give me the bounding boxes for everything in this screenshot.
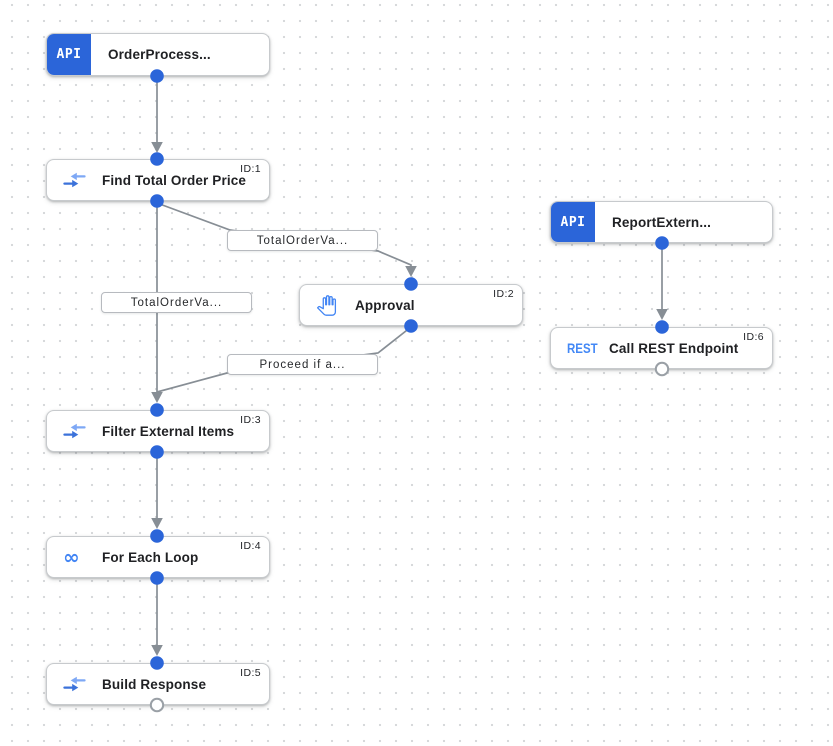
input-port-foreach[interactable] [150,529,164,543]
edge-label-text: TotalOrderVa... [256,234,349,247]
output-port-find-total[interactable] [150,194,164,208]
edge-label-totalorderva-to-approval[interactable]: TotalOrderVa... [227,230,378,251]
data-mapping-icon [63,676,89,692]
edge-label-text: TotalOrderVa... [130,296,223,309]
node-title: ReportExtern... [612,214,712,230]
node-title: Approval [355,297,415,313]
for-each-loop-icon: ∞ [63,545,89,569]
input-port-find-total[interactable] [150,152,164,166]
data-mapping-icon [63,423,89,439]
arrowhead-into-find [151,142,163,153]
input-port-approval[interactable] [404,277,418,291]
output-port-reportextern[interactable] [655,236,669,250]
trigger-node-orderprocess[interactable]: API OrderProcess... [46,33,270,76]
input-port-filter[interactable] [150,403,164,417]
task-node-find-total-order-price[interactable]: ID:1 Find Total Order Price [46,159,270,201]
infinity-glyph: ∞ [63,545,80,569]
arrowhead-into-rest [656,309,668,320]
arrowhead-into-approval [405,266,417,277]
input-port-build-response[interactable] [150,656,164,670]
node-title: Find Total Order Price [102,172,247,188]
edge-label-proceed-if[interactable]: Proceed if a... [227,354,378,375]
approval-hand-icon [316,294,342,316]
api-trigger-icon: API [47,34,91,75]
arrowhead-into-filter [151,392,163,403]
trigger-node-reportextern[interactable]: API ReportExtern... [550,201,773,243]
node-id-badge: ID:6 [743,331,764,343]
terminal-port-call-rest[interactable] [654,361,670,377]
output-port-orderprocess[interactable] [150,69,164,83]
output-port-foreach[interactable] [150,571,164,585]
arrowhead-into-foreach [151,518,163,529]
api-badge-text: API [56,47,82,62]
edge-find-to-approval [156,202,412,266]
input-port-call-rest[interactable] [655,320,669,334]
rest-icon: REST [567,340,603,356]
api-badge-text: API [560,214,586,230]
node-title: Filter External Items [102,423,235,439]
api-trigger-icon: API [551,202,595,242]
arrowhead-into-build [151,645,163,656]
node-id-badge: ID:3 [240,414,261,426]
node-title: Build Response [102,676,207,692]
node-id-badge: ID:1 [240,163,261,175]
task-node-call-rest-endpoint[interactable]: ID:6 REST Call REST Endpoint [550,327,773,369]
edge-label-totalorderva-to-filter[interactable]: TotalOrderVa... [101,292,252,313]
node-title: OrderProcess... [108,47,211,62]
edge-label-text: Proceed if a... [259,358,346,371]
node-title: For Each Loop [102,549,199,565]
node-id-badge: ID:2 [493,288,514,300]
terminal-port-build-response[interactable] [149,697,165,713]
task-node-for-each-loop[interactable]: ID:4 ∞ For Each Loop [46,536,270,578]
node-title: Call REST Endpoint [609,340,739,356]
task-node-filter-external-items[interactable]: ID:3 Filter External Items [46,410,270,452]
output-port-filter[interactable] [150,445,164,459]
data-mapping-icon [63,172,89,188]
task-node-approval[interactable]: ID:2 Approval [299,284,523,326]
output-port-approval[interactable] [404,319,418,333]
node-id-badge: ID:5 [240,667,261,679]
rest-icon-text: REST [567,340,598,356]
node-id-badge: ID:4 [240,540,261,552]
